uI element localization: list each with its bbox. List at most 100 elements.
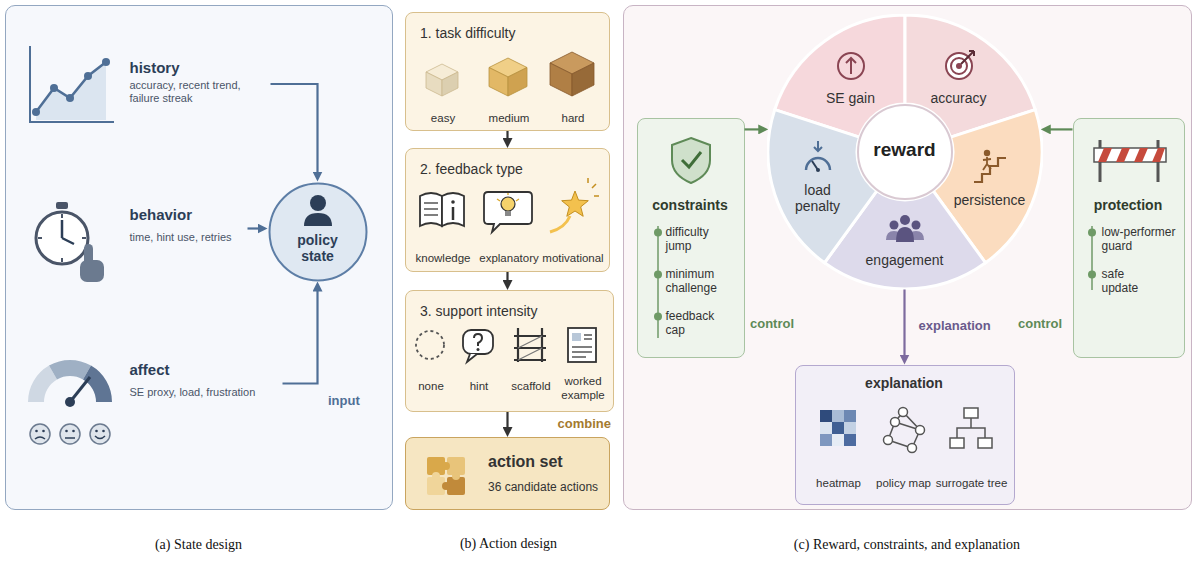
connector-arrow xyxy=(1049,128,1073,130)
group-heading: history xyxy=(130,59,180,77)
protection-timeline xyxy=(1088,229,1096,237)
text-slot: surrogate tree xyxy=(932,472,1012,491)
difficulty-cube-icons xyxy=(550,63,572,96)
surrogate-tree-icon xyxy=(978,438,992,448)
rule-label: feedback cap xyxy=(666,309,732,338)
box-heading: 1. task difficulty xyxy=(420,25,515,42)
affect-gauge-icon xyxy=(83,366,112,402)
constraint-timeline xyxy=(654,313,662,321)
target-icon xyxy=(961,51,974,64)
action-dimension-box: 2. feedback typeknowledgeexplanatorymoti… xyxy=(405,148,610,272)
person-icon xyxy=(310,195,326,211)
panel-caption: (c) Reward, constraints, and explanation xyxy=(794,537,1020,554)
target-icon xyxy=(946,53,972,79)
stairs-icon xyxy=(983,157,991,170)
text-slot: control xyxy=(748,313,796,332)
annotation-label: input xyxy=(326,393,362,409)
reward-segment: load penalty xyxy=(788,182,853,221)
affect-gauge-icon xyxy=(28,366,57,402)
protection-box: protectionlow-performer guardsafe update xyxy=(1073,118,1185,358)
affect-gauge-icon xyxy=(90,424,110,444)
protection-timeline xyxy=(1091,226,1093,290)
text-slot: motivational xyxy=(540,247,606,266)
history-chart-icon xyxy=(102,58,110,66)
option-label: hard xyxy=(561,112,584,126)
heatmap-icon xyxy=(832,422,844,434)
text-slot: input xyxy=(326,390,362,409)
difficulty-cube-icons xyxy=(426,52,594,96)
rule-label: safe update xyxy=(1102,267,1152,296)
state-label: policy state xyxy=(283,232,353,266)
load-gauge-icon xyxy=(814,141,822,151)
rule-label: minimum challenge xyxy=(666,267,732,296)
feedback-icons xyxy=(588,178,599,196)
text-slot: feedback cap xyxy=(666,309,732,339)
stairs-icon xyxy=(974,158,1006,182)
text-slot: combine xyxy=(556,413,613,432)
action-dimension-box: 1. task difficultyeasymediumhard xyxy=(405,12,610,131)
affect-gauge-icon xyxy=(65,430,68,433)
puzzle-icon xyxy=(452,472,460,480)
policy-map-icon xyxy=(891,418,900,427)
heatmap-icon xyxy=(820,410,856,446)
box-heading: 2. feedback type xyxy=(420,161,523,178)
heatmap-icon xyxy=(832,434,844,446)
constraint-timeline xyxy=(657,226,659,338)
policy-map-icon xyxy=(908,444,917,453)
barrier-icon xyxy=(1100,140,1158,182)
box-description: 36 candidate actions xyxy=(488,480,598,494)
history-chart-icon xyxy=(32,108,40,116)
text-slot: medium xyxy=(479,107,539,126)
text-slot: persistence xyxy=(945,190,1035,209)
text-slot: (c) Reward, constraints, and explanation xyxy=(624,534,1190,554)
feedback-icons xyxy=(420,193,442,226)
text-slot: explanatory xyxy=(476,247,542,266)
support-icons xyxy=(463,330,493,354)
feedback-icons xyxy=(497,193,519,201)
explanation-box: explanationheatmappolicy mapsurrogate tr… xyxy=(795,365,1015,505)
reward-panel: constraintsdifficulty jumpminimum challe… xyxy=(623,5,1192,510)
feedback-icons xyxy=(451,200,455,204)
text-slot: 36 candidate actions xyxy=(488,476,606,495)
option-label: worked example xyxy=(557,375,609,403)
support-icons xyxy=(416,328,596,362)
heatmap-icon xyxy=(820,422,832,434)
feedback-icons xyxy=(505,211,511,216)
heatmap-icon xyxy=(832,410,844,422)
text-slot: hard xyxy=(543,107,603,126)
difficulty-cube-icons xyxy=(426,72,442,96)
box-heading: action set xyxy=(488,452,563,471)
support-icons xyxy=(572,333,581,341)
support-icons xyxy=(416,331,444,359)
constraint-timeline xyxy=(654,226,662,338)
text-slot: (a) State design xyxy=(6,534,391,554)
box-heading: protection xyxy=(1094,197,1162,214)
text-slot: reward xyxy=(865,139,945,162)
text-slot: worked example xyxy=(557,375,609,403)
support-icons xyxy=(477,348,480,351)
segment-label: accuracy xyxy=(930,90,986,107)
target-icon xyxy=(956,63,962,69)
connector-arrow xyxy=(248,227,260,229)
text-slot: policy state xyxy=(283,232,353,266)
input-group: historyaccuracy, recent trend, failure s… xyxy=(128,58,271,111)
policy-map-icon xyxy=(899,408,908,417)
barrier-icon xyxy=(1152,148,1165,162)
barrier-icon xyxy=(1094,148,1166,162)
affect-gauge-icon xyxy=(72,430,75,433)
constraint-timeline xyxy=(654,229,662,237)
text-slot: SE proxy, load, frustration xyxy=(130,381,281,400)
option-label: none xyxy=(418,380,444,394)
support-icons xyxy=(518,336,542,360)
stairs-icon xyxy=(984,150,990,156)
text-slot: load penalty xyxy=(788,182,848,216)
load-gauge-icon xyxy=(812,161,818,170)
heatmap-icon xyxy=(820,410,832,422)
text-slot: constraints xyxy=(638,195,743,214)
connector-arrow xyxy=(283,290,318,384)
text-slot: 3. support intensity xyxy=(420,301,600,320)
barrier-icon xyxy=(1134,148,1148,162)
constraint-timeline xyxy=(654,271,662,279)
load-gauge-icon xyxy=(806,141,830,172)
